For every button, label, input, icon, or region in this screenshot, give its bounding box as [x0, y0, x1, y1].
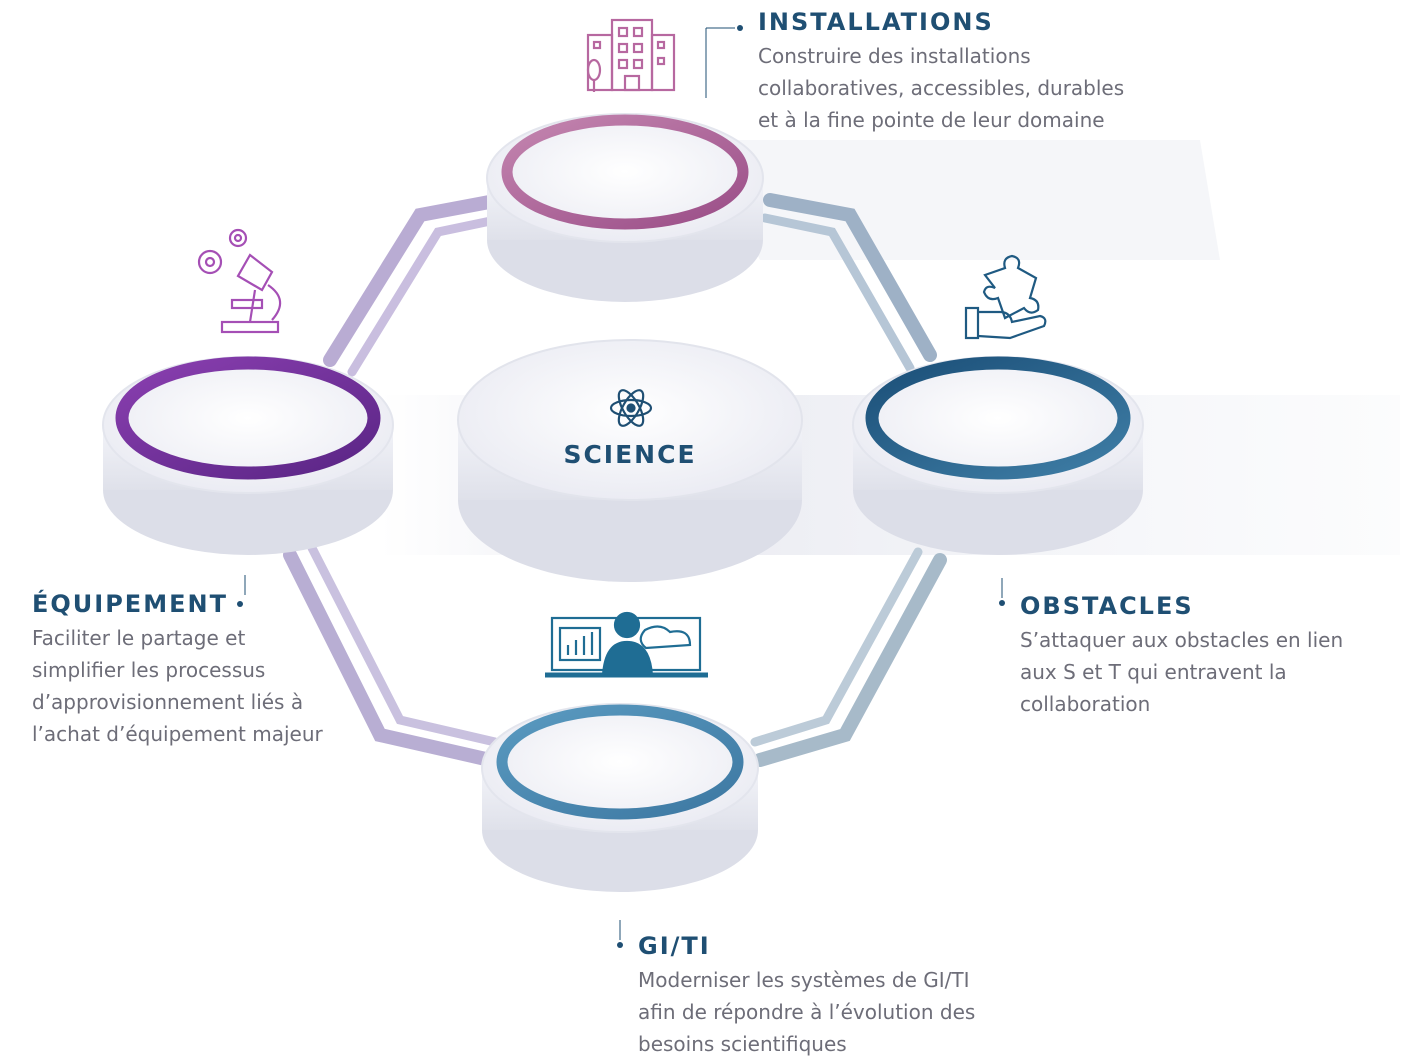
equipement-text-line: l’achat d’équipement majeur	[32, 722, 323, 746]
microscope-gears-icon	[197, 228, 282, 334]
installations-leader-dot	[737, 25, 743, 31]
equipement-label: ÉQUIPEMENT Faciliter le partage et simpl…	[32, 590, 323, 750]
puzzle-hand-icon	[964, 254, 1047, 340]
obstacles-text-line: collaboration	[1020, 692, 1151, 716]
obstacles-label: OBSTACLES S’attaquer aux obstacles en li…	[1020, 592, 1343, 720]
giti-text: Moderniser les systèmes de GI/TI afin de…	[638, 964, 975, 1060]
atom-icon	[609, 389, 653, 427]
installations-label: INSTALLATIONS Construire des installatio…	[758, 8, 1124, 136]
equipement-text-line: d’approvisionnement liés à	[32, 690, 304, 714]
obstacles-title: OBSTACLES	[1020, 592, 1194, 620]
obstacles-text-line: aux S et T qui entravent la	[1020, 660, 1287, 684]
installations-title: INSTALLATIONS	[758, 8, 994, 36]
computer-user-icon	[545, 611, 708, 678]
building-icon	[586, 18, 676, 92]
obstacles-text: S’attaquer aux obstacles en lien aux S e…	[1020, 624, 1343, 720]
giti-text-line: besoins scientifiques	[638, 1032, 847, 1056]
giti-title: GI/TI	[638, 932, 711, 960]
science-title: SCIENCE	[563, 440, 697, 469]
equipement-leader-dot	[237, 601, 243, 607]
equipement-puck	[102, 356, 394, 555]
equipement-text: Faciliter le partage et simplifier les p…	[32, 622, 323, 750]
connector-tracks	[283, 193, 947, 767]
installations-puck	[486, 113, 764, 302]
equipement-text-line: Faciliter le partage et	[32, 626, 246, 650]
installations-text-line: Construire des installations	[758, 44, 1031, 68]
equipement-text-line: simplifier les processus	[32, 658, 266, 682]
obstacles-puck	[852, 356, 1144, 555]
giti-text-line: Moderniser les systèmes de GI/TI	[638, 968, 970, 992]
giti-label: GI/TI Moderniser les systèmes de GI/TI a…	[638, 932, 975, 1060]
giti-puck	[481, 703, 759, 892]
obstacles-leader-dot	[999, 600, 1005, 606]
giti-text-line: afin de répondre à l’évolution des	[638, 1000, 976, 1024]
installations-text-line: et à la fine pointe de leur domaine	[758, 108, 1105, 132]
installations-text-line: collaboratives, accessibles, durables	[758, 76, 1125, 100]
equipement-title: ÉQUIPEMENT	[32, 590, 228, 618]
giti-leader-dot	[617, 942, 623, 948]
obstacles-text-line: S’attaquer aux obstacles en lien	[1020, 628, 1344, 652]
installations-text: Construire des installations collaborati…	[758, 40, 1124, 136]
